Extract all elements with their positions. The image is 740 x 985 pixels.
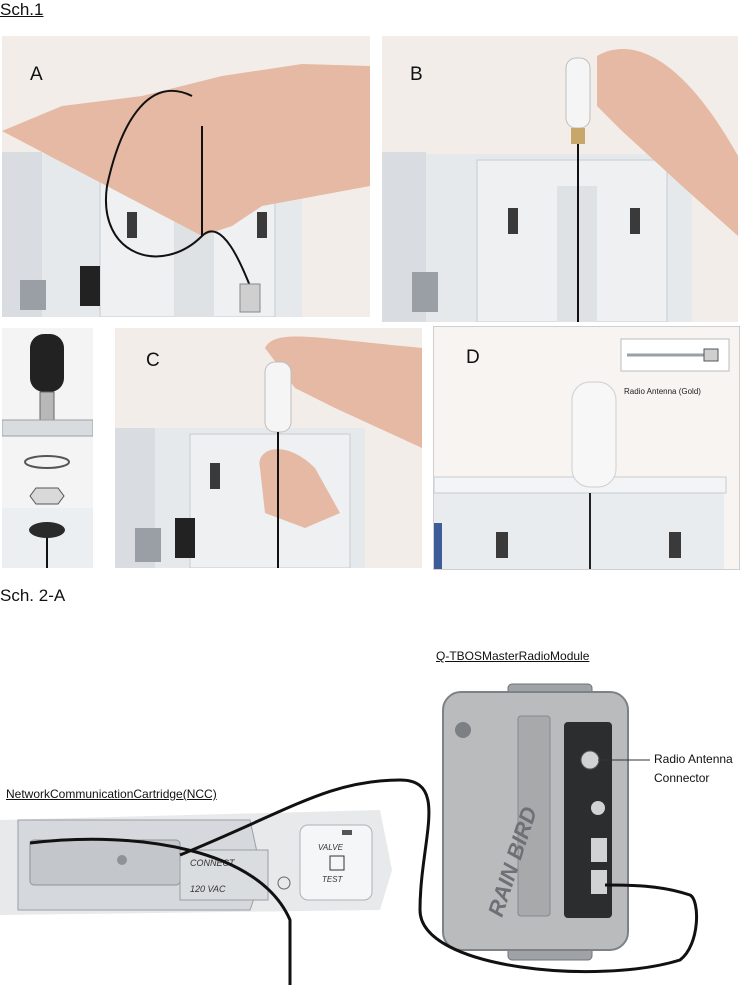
figure-title-sch2a: Sch. 2-A (0, 586, 66, 605)
antenna-connector-label-line2: Connector (654, 771, 710, 785)
photo-d-illustration (434, 327, 739, 569)
test-text: TEST (322, 875, 344, 884)
master-radio-module: RAIN BIRD (442, 683, 629, 961)
figure-title-sch1: Sch.1 (0, 0, 44, 19)
ncc-caption: NetworkCommunicationCartridge(NCC) (6, 787, 217, 801)
communication-cable (179, 778, 699, 974)
photo-a-letter: A (30, 64, 43, 85)
module-caption: Q-TBOSMasterRadioModule (436, 649, 590, 663)
photo-d-letter: D (466, 347, 480, 368)
photo-d: D Radio Antenna (Gold) (433, 326, 740, 570)
photo-b: B (382, 36, 738, 322)
photo-b-letter: B (410, 64, 423, 85)
ncc-text-120vac: 120 VAC (190, 884, 226, 894)
antenna-mount-detail (2, 328, 93, 568)
photo-c-letter: C (146, 350, 160, 371)
photo-a: A (2, 36, 370, 317)
ncc-cable (29, 837, 292, 985)
wiring-diagram: CONNECT 120 VAC VALVE TEST RAIN BIRD (0, 683, 699, 985)
ncc-text-connect: CONNECT (190, 858, 236, 868)
ncc-cartridge: CONNECT 120 VAC VALVE TEST (0, 810, 392, 915)
photo-c: C (115, 328, 422, 568)
photo-b-illustration (382, 36, 738, 322)
valve-text: VALVE (318, 843, 344, 852)
photo-a-illustration (2, 36, 370, 317)
radio-antenna-gold-label: Radio Antenna (Gold) (624, 387, 701, 396)
photo-c-illustration (115, 328, 422, 568)
antenna-mount-illustration (2, 328, 93, 568)
antenna-connector-label-line1: Radio Antenna (654, 752, 733, 766)
